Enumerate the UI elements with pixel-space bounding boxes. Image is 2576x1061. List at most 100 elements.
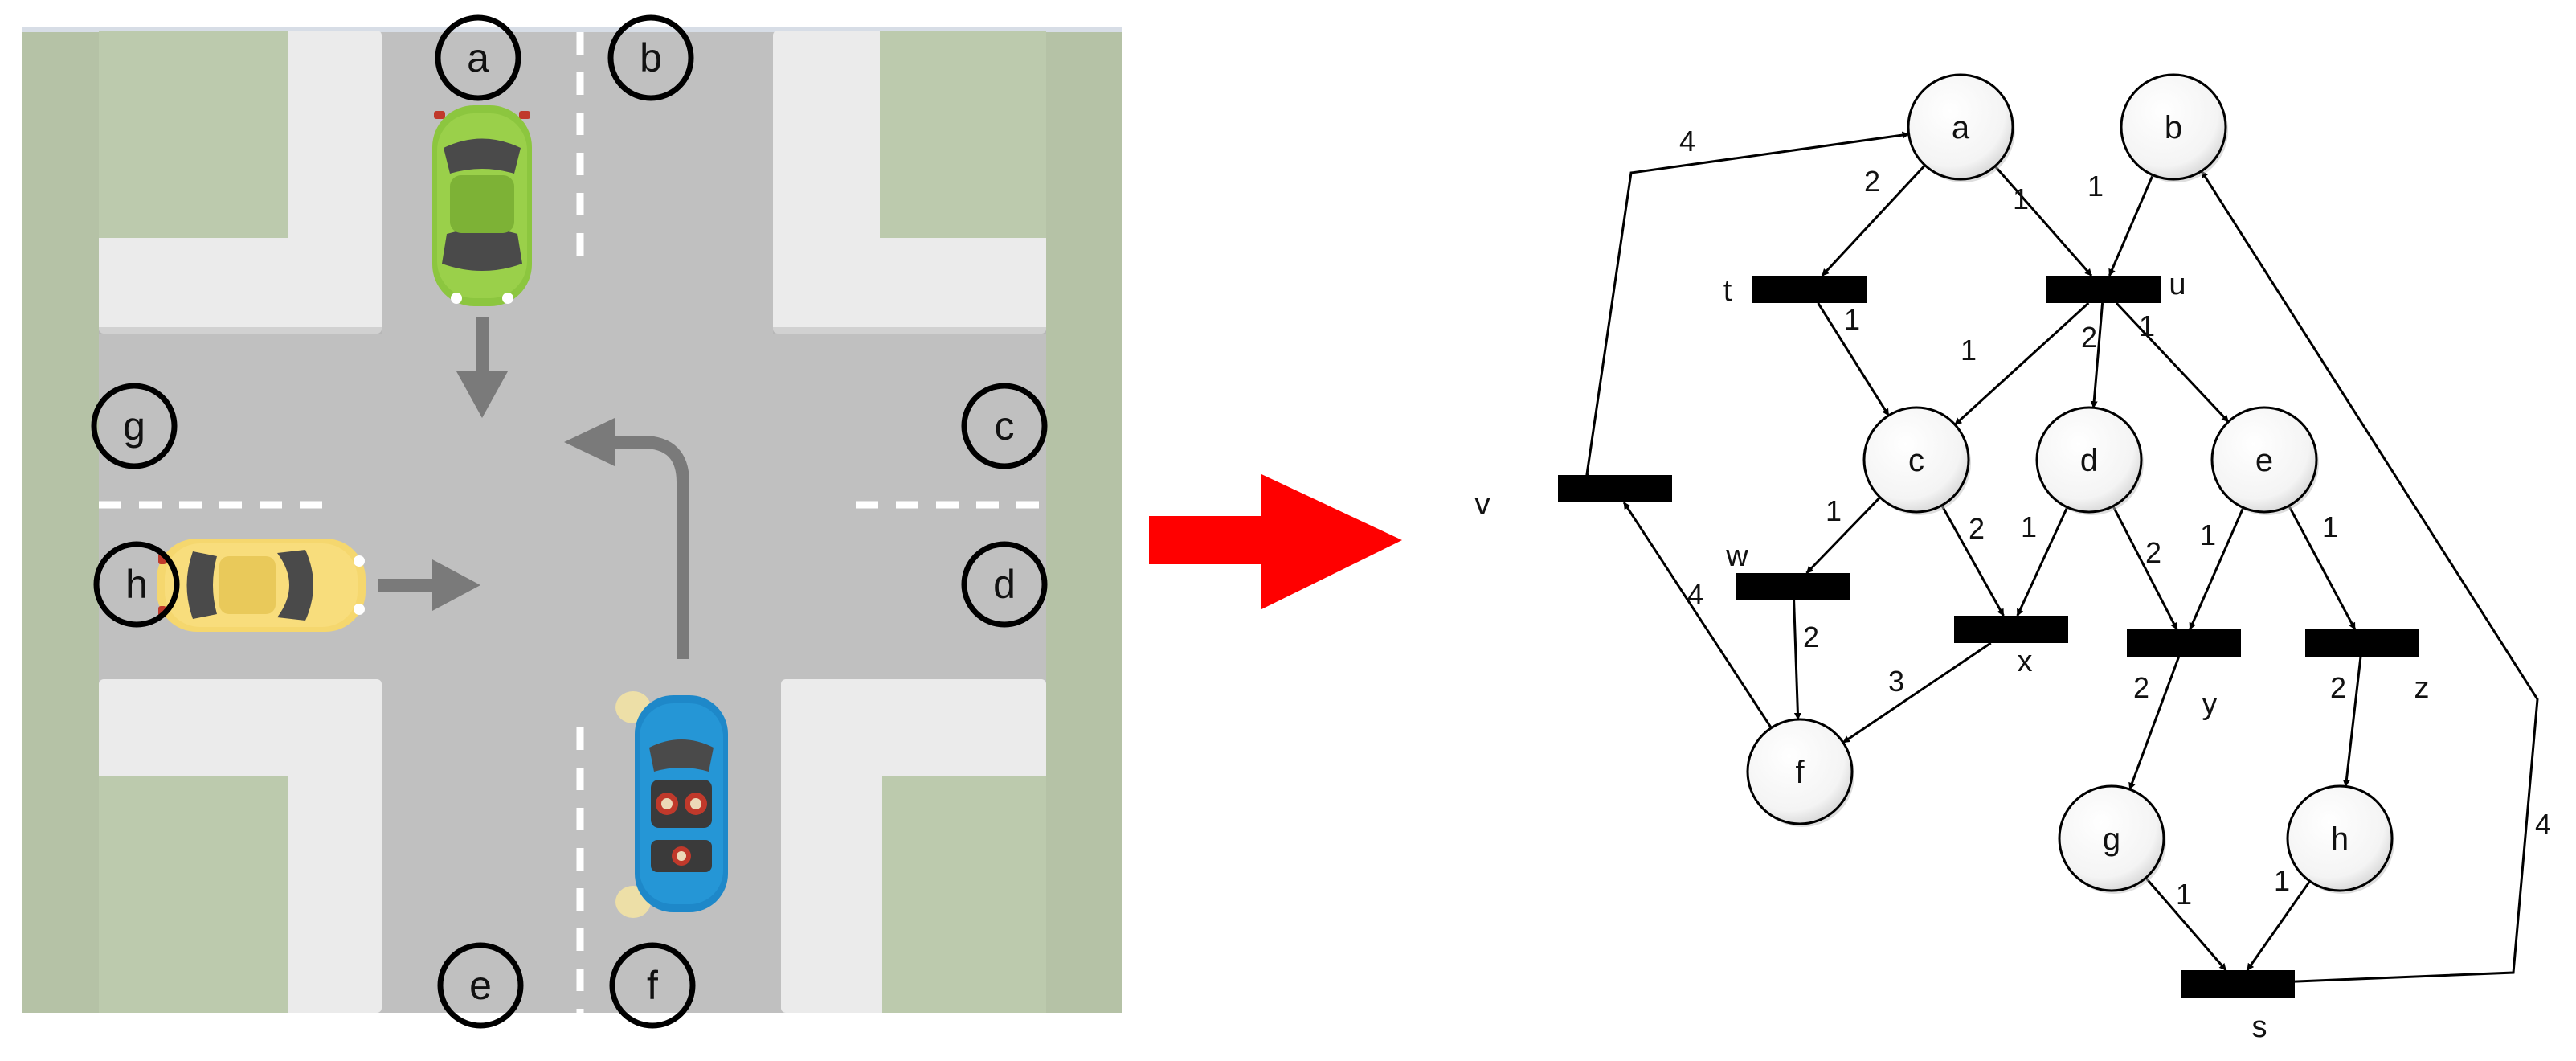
transition-label-z: z	[2414, 671, 2430, 705]
arc-f-v	[1622, 502, 1773, 729]
intersection-marker-label: e	[469, 963, 492, 1008]
arc-weight-g-s: 1	[2176, 878, 2192, 911]
arc-c-w	[1805, 496, 1881, 575]
intersection-marker-label: b	[640, 35, 662, 80]
place-label: c	[1908, 443, 1924, 478]
place-d: d	[2035, 406, 2144, 515]
block-bottom-right	[781, 679, 1046, 1013]
arc-weight-f-v: 4	[1687, 578, 1703, 611]
arc-weight-a-t: 2	[1864, 165, 1880, 198]
arc-weight-d-x: 1	[2021, 510, 2037, 543]
arc-z-h	[2342, 656, 2362, 788]
arc-weight-w-f: 2	[1803, 621, 1819, 653]
transition-s	[2181, 970, 2295, 998]
transition-z	[2305, 629, 2419, 657]
intersection-marker-label: a	[467, 35, 489, 80]
arc-d-y	[2112, 506, 2178, 630]
arc-e-z	[2288, 505, 2357, 630]
transition-label-s: s	[2252, 1010, 2267, 1044]
transition-u	[2046, 276, 2161, 303]
green-car	[432, 105, 532, 306]
place-g: g	[2058, 784, 2166, 894]
transition-label-t: t	[1723, 274, 1732, 308]
block-top-right	[773, 31, 1046, 334]
arc-x-f	[1842, 641, 1992, 744]
intersection-letter-markers: a b c d e f g h	[91, 14, 1048, 1029]
arc-e-y	[2189, 506, 2245, 630]
arc-h-s	[2246, 880, 2311, 971]
intersection-marker-label: d	[993, 562, 1016, 607]
transition-label-u: u	[2169, 268, 2186, 301]
intersection-illustration: a b c d e f g h	[22, 14, 1122, 1029]
right-arrow-icon	[1149, 474, 1402, 609]
intersection-marker-a: a	[435, 14, 521, 101]
arc-t-c	[1817, 302, 1890, 416]
place-f: f	[1746, 718, 1854, 827]
intersection-marker-c: c	[961, 383, 1048, 469]
arc-weight-u-c: 1	[1961, 334, 1977, 367]
intersection-marker-label: g	[123, 404, 145, 449]
arc-weight-e-z: 1	[2322, 510, 2338, 543]
transition-t	[1752, 276, 1867, 303]
intersection-marker-label: c	[995, 404, 1015, 449]
transition-label-v: v	[1475, 488, 1490, 522]
arc-u-e	[2115, 301, 2230, 423]
arc-a-t	[1821, 164, 1926, 277]
left-border-strip	[22, 31, 99, 1013]
arc-w-f	[1793, 600, 1801, 720]
intersection-marker-label: h	[125, 562, 148, 607]
intersection-marker-f: f	[609, 942, 696, 1029]
arc-g-s	[2145, 877, 2227, 971]
petri-net-transitions: t u v w x y z s	[1475, 268, 2430, 1044]
place-e: e	[2210, 406, 2319, 515]
block-top-left	[99, 31, 382, 334]
intersection-marker-b: b	[607, 14, 694, 101]
transition-label-y: y	[2202, 687, 2218, 721]
yellow-car	[157, 539, 366, 632]
arc-v-a	[1585, 131, 1910, 477]
lane-markings	[99, 32, 1046, 1013]
transition-w	[1736, 573, 1850, 600]
place-label: b	[2165, 110, 2182, 145]
intersection-marker-e: e	[437, 942, 524, 1029]
arc-weight-z-h: 2	[2330, 671, 2346, 704]
place-a: a	[1907, 73, 2015, 182]
place-label: d	[2080, 443, 2098, 478]
arc-weight-a-u: 1	[2013, 182, 2029, 215]
top-edge	[22, 27, 1122, 32]
place-c: c	[1862, 406, 1971, 515]
transition-label-x: x	[2018, 645, 2033, 678]
arc-b-u	[2108, 174, 2154, 277]
arc-a-u	[1993, 165, 2093, 277]
arc-weight-y-g: 2	[2133, 671, 2149, 704]
blue-car	[615, 691, 728, 918]
transition-label-w: w	[1725, 539, 1748, 573]
arc-d-x	[2016, 506, 2069, 617]
arc-weight-h-s: 1	[2274, 864, 2290, 897]
arc-y-g	[2128, 656, 2181, 790]
intersection-marker-h: h	[93, 541, 180, 628]
place-b: b	[2120, 73, 2228, 182]
green-car-direction-arrow	[456, 317, 508, 418]
blue-car-direction-arrow	[564, 418, 689, 659]
arc-weight-s-b: 4	[2535, 808, 2551, 841]
transition-x	[1954, 616, 2068, 643]
intersection-marker-label: f	[647, 963, 658, 1008]
arc-weight-v-a: 4	[1679, 125, 1695, 158]
arc-weight-b-u: 1	[2087, 170, 2104, 203]
arc-weight-x-f: 3	[1888, 665, 1904, 698]
place-label: a	[1952, 110, 1970, 145]
arc-u-d	[2090, 302, 2104, 409]
intersection-marker-d: d	[961, 541, 1048, 628]
arc-weight-t-c: 1	[1844, 303, 1860, 336]
block-bottom-left	[99, 679, 382, 1013]
arc-u-c	[1954, 301, 2090, 426]
arc-weight-u-e: 1	[2139, 309, 2155, 342]
arc-c-x	[1940, 504, 2005, 617]
arc-weight-d-y: 2	[2145, 536, 2161, 569]
arc-weight-c-w: 1	[1826, 494, 1842, 527]
transition-v	[1558, 475, 1672, 502]
right-border-strip	[1046, 31, 1122, 1013]
